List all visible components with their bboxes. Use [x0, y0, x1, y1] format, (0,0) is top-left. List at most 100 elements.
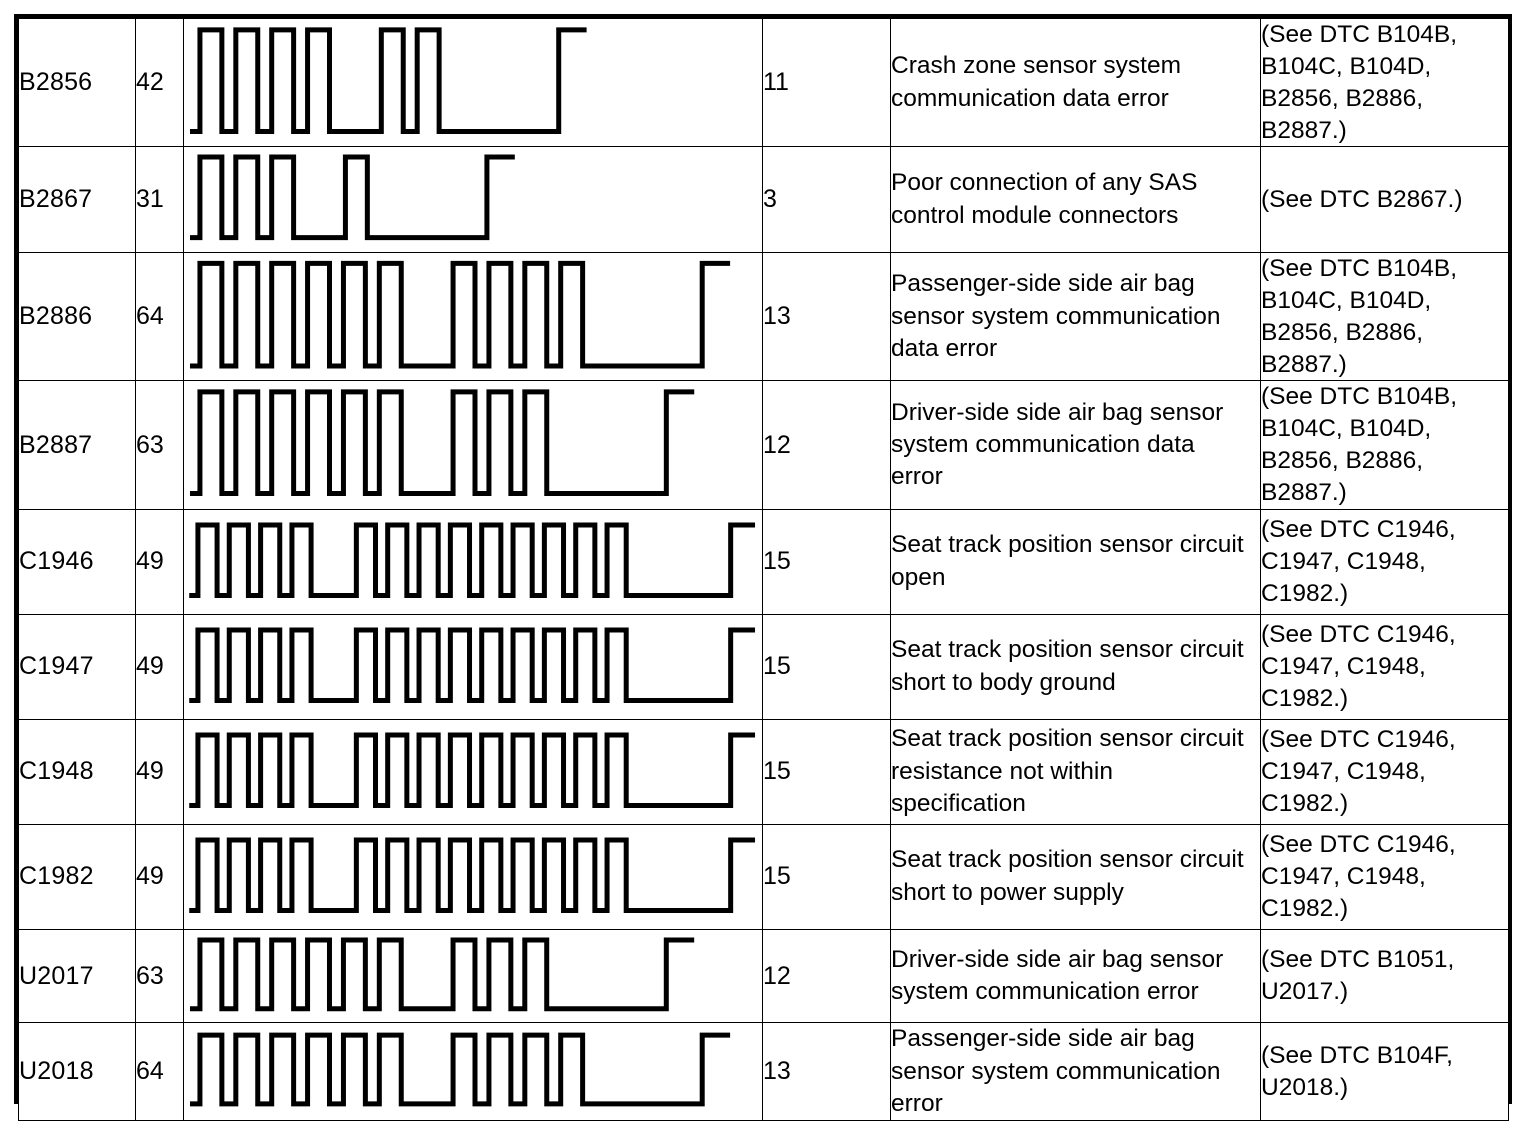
flash-code-waveform-cell: [183, 251, 763, 382]
step-number-cell: 13: [762, 251, 891, 382]
description-line: Driver-side side air bag sensor: [891, 398, 1224, 426]
reference-line: (See DTC B104B,: [1261, 383, 1458, 411]
description-line: open: [891, 563, 946, 591]
flash-code-waveform-cell: [183, 928, 763, 1024]
dtc-code-cell: B2867: [18, 146, 136, 253]
description-line: specification: [891, 789, 1026, 817]
reference-line: (See DTC C1946,: [1261, 830, 1456, 858]
flash-code-cell: 49: [135, 823, 184, 930]
flash-code-cell: 49: [135, 613, 184, 720]
description-cell: Crash zone sensor system communication da…: [890, 17, 1261, 148]
dtc-code-cell: U2018: [18, 1022, 136, 1121]
reference-line: U2018.): [1261, 1073, 1349, 1101]
description-line: system communication data: [891, 430, 1195, 458]
flash-code-cell: 42: [135, 17, 184, 148]
step-number-cell: 15: [762, 823, 891, 930]
flash-code-cell: 49: [135, 718, 184, 825]
step-number-cell: 11: [762, 17, 891, 148]
reference-cell: (See DTC C1946,C1947, C1948,C1982.): [1260, 718, 1509, 825]
step-number-cell: 12: [762, 380, 891, 510]
description-line: Seat track position sensor circuit: [891, 636, 1244, 664]
dtc-code-cell: C1947: [18, 613, 136, 720]
description-line: sensor system communication: [891, 1057, 1221, 1085]
reference-line: C1947, C1948,: [1261, 547, 1426, 575]
reference-cell: (See DTC C1946, C1947, C1948, C1982.): [1260, 508, 1509, 615]
reference-line: B2887.): [1261, 350, 1347, 378]
reference-line: (See DTC B104B,: [1261, 21, 1458, 48]
waveform-graphic: [184, 720, 762, 824]
flash-code-waveform-cell: [183, 1022, 763, 1121]
dtc-code-cell: C1982: [18, 823, 136, 930]
reference-line: U2017.): [1261, 978, 1349, 1006]
reference-line: C1947, C1948,: [1261, 652, 1426, 680]
reference-line: C1982.): [1261, 789, 1349, 817]
description-line: communication data error: [891, 84, 1169, 112]
step-number-cell: 15: [762, 613, 891, 720]
reference-line: B2856, B2886,: [1261, 318, 1424, 346]
flash-code-cell: 63: [135, 928, 184, 1024]
waveform-graphic: [184, 381, 762, 508]
waveform-graphic: [184, 19, 762, 146]
flash-code-cell: 64: [135, 1022, 184, 1121]
description-line: sensor system communication: [891, 302, 1221, 330]
reference-cell: (See DTC B104B, B104C, B104D, B2856, B2886…: [1260, 251, 1509, 382]
description-line: resistance not within: [891, 757, 1113, 785]
dtc-code-cell: C1948: [18, 718, 136, 825]
description-cell: Seat track position sensor circuit open: [890, 508, 1261, 615]
description-line: Seat track position sensor circuit: [891, 531, 1244, 559]
description-line: Passenger-side side air bag: [891, 270, 1195, 298]
description-cell: Driver-side side air bag sensor system co…: [890, 380, 1261, 510]
dtc-code-cell: B2856: [18, 17, 136, 148]
description-line: error: [891, 463, 943, 491]
description-line: Crash zone sensor system: [891, 52, 1182, 80]
reference-line: B104C, B104D,: [1261, 286, 1432, 314]
dtc-code-cell: B2886: [18, 251, 136, 382]
reference-line: B104C, B104D,: [1261, 415, 1432, 443]
flash-code-waveform-cell: [183, 146, 763, 253]
reference-cell: (See DTC B104B,B104C, B104D,B2856, B2886…: [1260, 17, 1509, 148]
flash-code-cell: 64: [135, 251, 184, 382]
flash-code-waveform-cell: [183, 17, 763, 148]
reference-cell: (See DTC C1946,C1947, C1948,C1982.): [1260, 823, 1509, 930]
step-number-cell: 15: [762, 508, 891, 615]
description-cell: Passenger-side side air bag sensor system…: [890, 251, 1261, 382]
reference-line: (See DTC B104B,: [1261, 255, 1458, 282]
reference-line: B2856, B2886,: [1261, 447, 1424, 475]
waveform-graphic: [184, 253, 762, 380]
step-number-cell: 13: [762, 1022, 891, 1121]
description-line: system communication error: [891, 978, 1199, 1006]
description-line: error: [891, 1090, 943, 1118]
description-line: Seat track position sensor circuit: [891, 725, 1244, 753]
reference-cell: (See DTC B104F,U2018.): [1260, 1022, 1509, 1121]
step-number-cell: 3: [762, 146, 891, 253]
reference-line: (See DTC C1946,: [1261, 515, 1456, 543]
flash-code-waveform-cell: [183, 613, 763, 720]
description-line: control module connectors: [891, 201, 1179, 229]
description-line: data error: [891, 334, 998, 362]
description-line: Seat track position sensor circuit: [891, 846, 1244, 874]
waveform-graphic: [184, 147, 762, 252]
dtc-code-cell: U2017: [18, 928, 136, 1024]
reference-line: (See DTC B1051,: [1261, 946, 1455, 974]
reference-line: (See DTC C1946,: [1261, 620, 1456, 648]
reference-cell: (See DTC C1946, C1947, C1948, C1982.): [1260, 613, 1509, 720]
waveform-graphic: [184, 930, 762, 1023]
reference-line: C1982.): [1261, 684, 1349, 712]
waveform-graphic: [184, 615, 762, 719]
reference-line: C1982.): [1261, 579, 1349, 607]
flash-code-waveform-cell: [183, 718, 763, 825]
flash-code-cell: 63: [135, 380, 184, 510]
reference-line: C1947, C1948,: [1261, 862, 1426, 890]
reference-cell: (See DTC B1051, U2017.): [1260, 928, 1509, 1024]
